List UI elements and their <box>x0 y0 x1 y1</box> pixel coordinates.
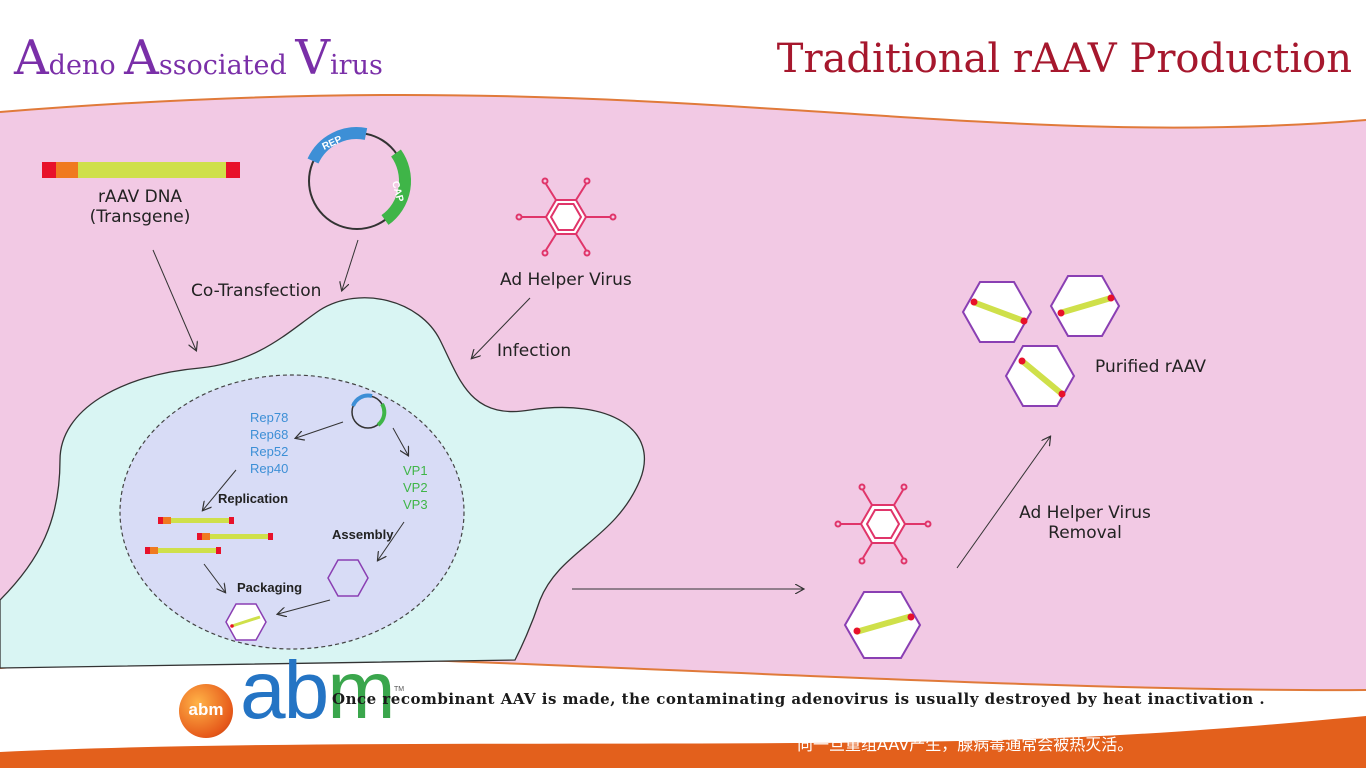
left-title: Adeno Associated Virus <box>14 30 383 86</box>
caption-chinese: 向一旦重组AAV产生，腺病毒通常会被热灭活。 <box>797 731 1133 755</box>
abm-logo-circle-text: abm <box>179 700 233 720</box>
logo-ab: ab <box>240 645 327 736</box>
vp-protein: VP2 <box>403 479 428 496</box>
helper-removal-label: Ad Helper Virus Removal <box>1010 503 1160 543</box>
raav-dna-bar <box>42 162 240 178</box>
raav-dna-label-line1: rAAV DNA <box>80 187 200 207</box>
replication-label: Replication <box>218 491 288 506</box>
helper-removal-line2: Removal <box>1010 523 1160 543</box>
purified-raav-label: Purified rAAV <box>1095 357 1206 377</box>
title-word-2: ssociated <box>159 50 296 81</box>
title-initial-3: V <box>295 30 330 86</box>
rep-protein: Rep52 <box>250 443 288 460</box>
ad-helper-virus-label: Ad Helper Virus <box>500 270 632 290</box>
raav-dna-label: rAAV DNA (Transgene) <box>80 187 200 227</box>
rep-proteins-list: Rep78 Rep68 Rep52 Rep40 <box>250 409 288 477</box>
rep-protein: Rep68 <box>250 426 288 443</box>
right-title: Traditional rAAV Production <box>777 36 1352 82</box>
vp-protein: VP3 <box>403 496 428 513</box>
packaging-label: Packaging <box>237 580 302 595</box>
vp-proteins-list: VP1 VP2 VP3 <box>403 462 428 513</box>
rep-protein: Rep40 <box>250 460 288 477</box>
title-initial-2: A <box>124 30 159 86</box>
cotransfection-label: Co-Transfection <box>191 281 321 301</box>
title-initial-1: A <box>14 30 49 86</box>
title-word-3: irus <box>330 50 383 81</box>
caption-english: Once recombinant AAV is made, the contam… <box>332 690 1265 708</box>
vp-protein: VP1 <box>403 462 428 479</box>
raav-dna-label-line2: (Transgene) <box>80 207 200 227</box>
infection-label: Infection <box>497 341 571 361</box>
assembly-label: Assembly <box>332 527 393 542</box>
helper-removal-line1: Ad Helper Virus <box>1010 503 1160 523</box>
rep-protein: Rep78 <box>250 409 288 426</box>
title-word-1: deno <box>49 50 125 81</box>
